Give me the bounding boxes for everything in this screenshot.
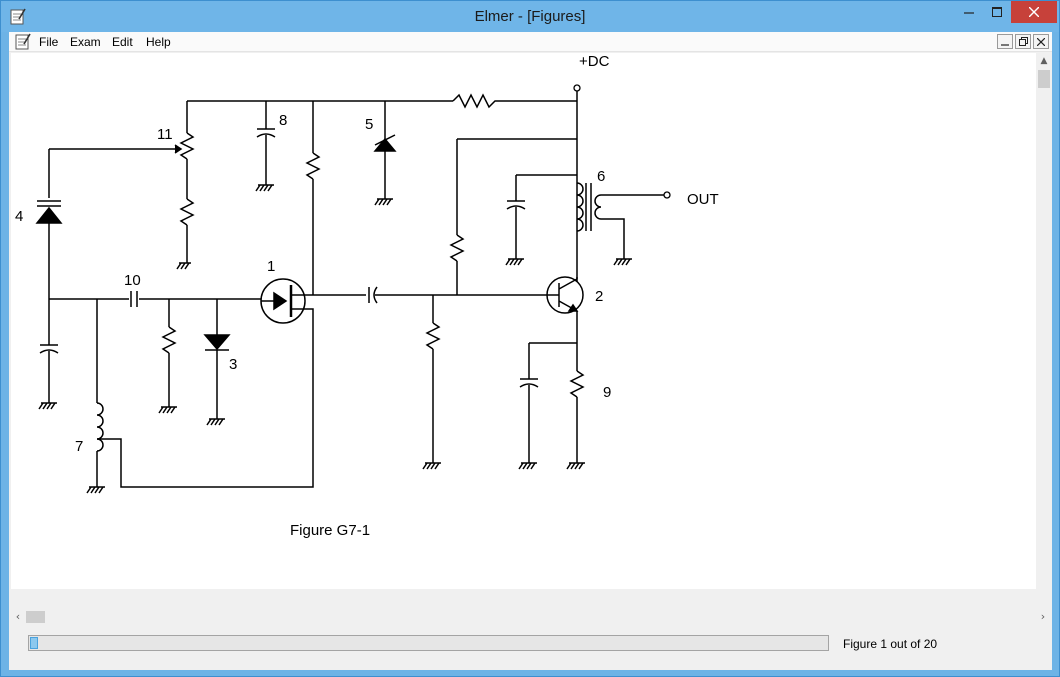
close-icon (1029, 7, 1039, 17)
svg-text:6: 6 (597, 168, 605, 185)
svg-text:11: 11 (157, 126, 173, 143)
figure-canvas[interactable]: +DC 11 (11, 53, 1036, 589)
svg-text:5: 5 (365, 116, 373, 133)
svg-text:8: 8 (279, 112, 287, 129)
notepad-icon[interactable] (10, 7, 26, 25)
svg-text:9: 9 (603, 384, 611, 401)
ground-symbol (505, 258, 524, 266)
mdi-client: File Exam Edit Help +DC (9, 32, 1052, 670)
child-minimize-button[interactable] (997, 34, 1013, 49)
child-restore-button[interactable] (1015, 34, 1031, 49)
horizontal-scrollbar[interactable]: ‹ › (11, 609, 1045, 625)
scroll-right-icon[interactable]: › (1040, 610, 1046, 623)
svg-text:3: 3 (229, 356, 237, 373)
status-bar: Figure 1 out of 20 (9, 627, 1052, 670)
svg-text:7: 7 (75, 438, 83, 455)
progress-fill (30, 637, 38, 649)
menu-bar: File Exam Edit Help (9, 32, 1052, 52)
ground-symbol (613, 258, 632, 266)
menu-exam[interactable]: Exam (70, 35, 101, 49)
ground-symbol (176, 262, 191, 270)
maximize-icon (992, 7, 1002, 17)
menu-file[interactable]: File (39, 35, 59, 49)
ground-symbol (422, 462, 441, 470)
ground-symbol (158, 406, 177, 414)
figure-progress-bar (28, 635, 829, 651)
svg-text:1: 1 (267, 258, 275, 275)
ground-symbol (206, 418, 225, 426)
maximize-button[interactable] (984, 1, 1010, 23)
minimize-button[interactable] (956, 1, 982, 23)
ground-symbol (86, 486, 105, 494)
scroll-up-icon[interactable]: ▲ (1040, 56, 1048, 66)
ground-symbol (374, 198, 393, 206)
child-close-button[interactable] (1033, 34, 1049, 49)
ground-symbol (566, 462, 585, 470)
document-icon[interactable] (15, 33, 31, 50)
svg-text:2: 2 (595, 288, 603, 305)
ground-symbol (518, 462, 537, 470)
scroll-left-icon[interactable]: ‹ (15, 610, 21, 623)
supply-label: +DC (579, 53, 610, 70)
title-bar[interactable]: Elmer - [Figures] (1, 1, 1059, 32)
ground-symbol (38, 402, 57, 410)
svg-text:10: 10 (124, 272, 141, 289)
vertical-scroll-thumb[interactable] (1038, 70, 1050, 88)
figure-caption: Figure G7-1 (290, 522, 370, 539)
close-icon (1037, 37, 1045, 46)
close-button[interactable] (1011, 1, 1057, 23)
menu-help[interactable]: Help (146, 35, 171, 49)
vertical-scrollbar[interactable]: ▲ (1036, 53, 1052, 589)
circuit-diagram: +DC 11 (15, 53, 719, 539)
figure-counter: Figure 1 out of 20 (843, 637, 938, 651)
minimize-icon (964, 12, 974, 14)
window-title: Elmer - [Figures] (474, 8, 586, 25)
restore-icon (1018, 37, 1028, 46)
canvas-padding (11, 589, 1052, 609)
output-label: OUT (687, 191, 719, 208)
svg-text:4: 4 (15, 208, 23, 225)
ground-symbol (255, 184, 274, 192)
horizontal-scroll-thumb[interactable] (26, 611, 45, 623)
menu-edit[interactable]: Edit (112, 35, 133, 49)
minimize-icon (1001, 43, 1009, 46)
